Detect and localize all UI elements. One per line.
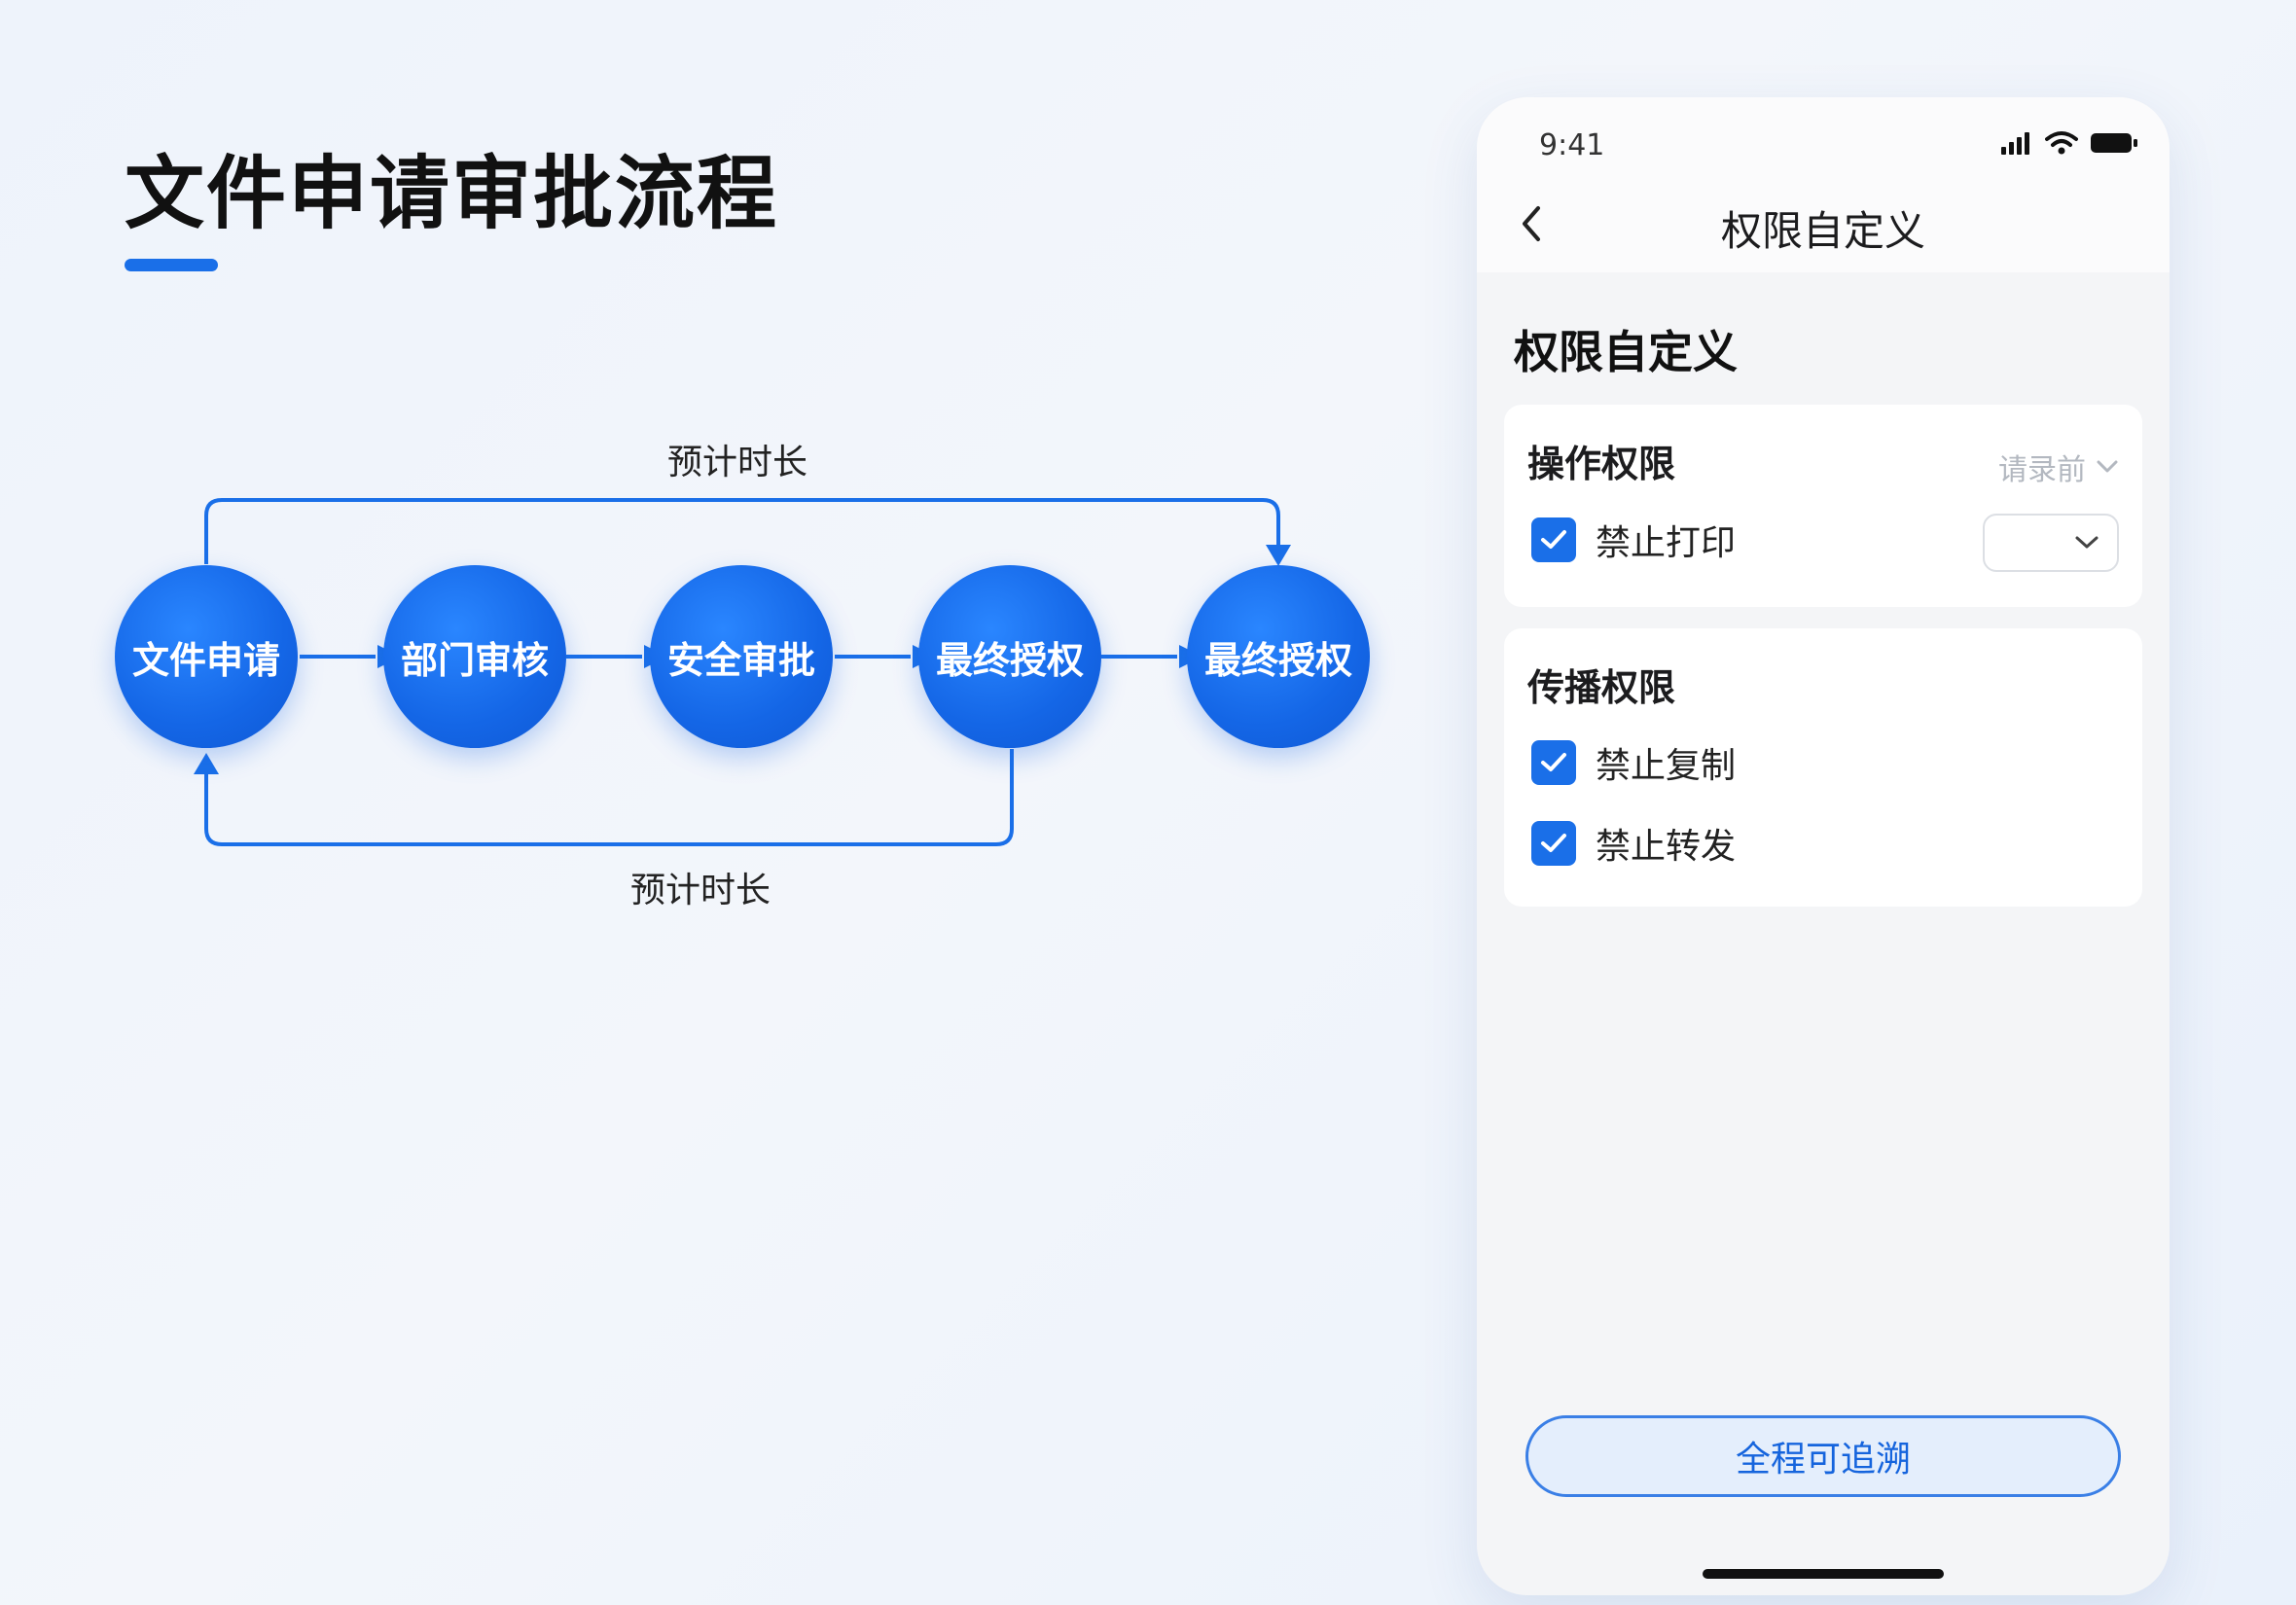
bottom-loop-connector — [204, 749, 1014, 846]
chevron-down-icon — [2097, 460, 2118, 473]
option-label: 禁止转发 — [1596, 827, 1737, 867]
chevron-down-icon — [2075, 536, 2099, 549]
status-time: 9:41 — [1539, 128, 1605, 162]
check-icon — [1541, 530, 1566, 549]
wifi-icon — [2045, 131, 2078, 155]
bottom-loop-arrowhead — [194, 753, 219, 774]
flow-node-final-authorization: 最终授权 — [918, 565, 1101, 748]
top-loop-connector — [204, 498, 1280, 564]
flow-connectors — [194, 498, 1291, 846]
title-underline — [125, 259, 218, 271]
checkbox-disable-print[interactable] — [1531, 517, 1576, 562]
top-loop-label: 预计时长 — [666, 443, 808, 482]
nav-title: 权限自定义 — [1720, 207, 1925, 255]
option-label: 禁止复制 — [1596, 746, 1737, 786]
battery-icon — [2091, 133, 2137, 153]
operation-meta-label: 请录前 — [1998, 453, 2086, 487]
flow-node-dept-review: 部门审核 — [383, 565, 566, 748]
option-disable-forward[interactable]: 禁止转发 — [1531, 818, 1736, 869]
bottom-loop-label: 预计时长 — [629, 871, 771, 910]
operation-meta-dropdown[interactable]: 请录前 — [1998, 446, 2119, 488]
operation-permissions-title: 操作权限 — [1527, 443, 1676, 485]
back-button[interactable] — [1510, 202, 1553, 245]
flow-node-security-approval: 安全审批 — [650, 565, 833, 748]
print-option-select[interactable] — [1983, 514, 2119, 572]
flow-node-file-request: 文件申请 — [115, 565, 298, 748]
top-loop-arrowhead — [1266, 545, 1291, 566]
spread-permissions-card: 传播权限 禁止复制 禁止转发 — [1504, 628, 2142, 907]
check-icon — [1541, 753, 1566, 771]
option-label: 禁止打印 — [1596, 523, 1737, 563]
checkbox-disable-forward[interactable] — [1531, 821, 1576, 866]
option-disable-print[interactable]: 禁止打印 — [1531, 515, 1736, 565]
option-disable-copy[interactable]: 禁止复制 — [1531, 737, 1736, 788]
status-bar-icons — [2000, 130, 2138, 156]
chevron-left-icon — [1523, 206, 1540, 241]
full-trace-button[interactable]: 全程可追溯 — [1525, 1415, 2121, 1497]
flow-node-final-authorization-2: 最终授权 — [1187, 565, 1370, 748]
approval-flow-diagram: 预计时长 预计时长 文件申请 部门审核 安全审批 最终授权 最终授权 — [0, 0, 1411, 973]
phone-screen: 9:41 权限自定义 权限自定义 — [1477, 97, 2170, 1595]
phone-header: 9:41 权限自定义 — [1477, 97, 2170, 272]
checkbox-disable-copy[interactable] — [1531, 740, 1576, 785]
signal-icon — [2001, 132, 2029, 155]
spread-permissions-title: 传播权限 — [1527, 666, 1676, 709]
operation-permissions-card: 操作权限 请录前 禁止打印 — [1504, 405, 2142, 607]
check-icon — [1541, 834, 1566, 852]
section-heading: 权限自定义 — [1514, 326, 1738, 378]
home-indicator — [1703, 1569, 1944, 1579]
page-title: 文件申请审批流程 — [125, 148, 779, 240]
